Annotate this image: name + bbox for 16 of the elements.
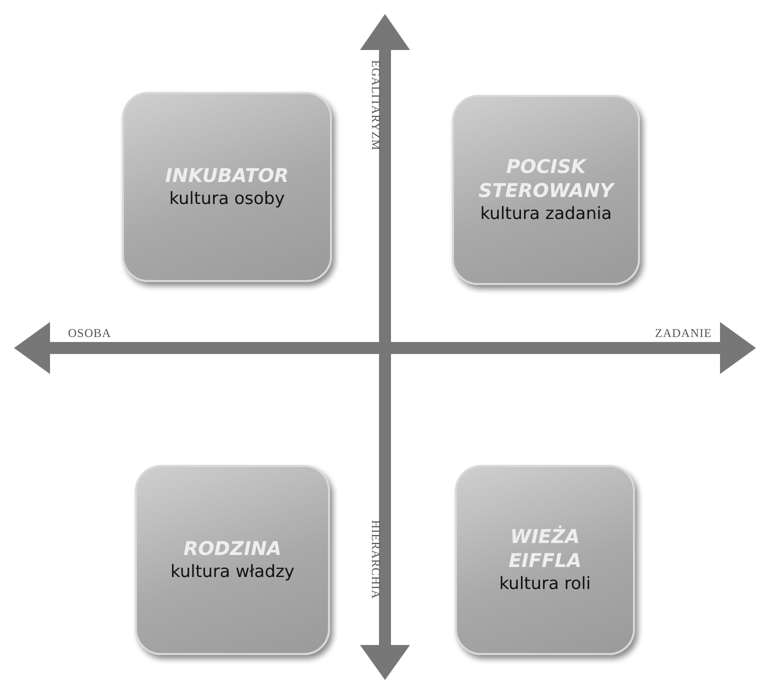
axis-label: HIERARCHIA bbox=[368, 520, 383, 599]
quadrant-description: kultura roli bbox=[499, 572, 591, 596]
quadrant-description: kultura zadania bbox=[480, 202, 612, 226]
axis-label: OSOBA bbox=[68, 326, 112, 341]
quadrant-box bbox=[452, 95, 640, 285]
axis-label: EGALITARYZM bbox=[368, 60, 383, 151]
quadrant-title: RODZINA bbox=[183, 536, 282, 560]
quadrant-description: kultura władzy bbox=[170, 560, 294, 584]
axis-label: ZADANIE bbox=[655, 326, 712, 341]
quadrant-box bbox=[455, 465, 635, 655]
quadrant-title: POCISK STEROWANY bbox=[477, 154, 616, 202]
quadrant-title: WIEŻA EIFFLA bbox=[508, 524, 582, 572]
quadrant-description: kultura osoby bbox=[169, 188, 285, 210]
quadrant-box bbox=[135, 465, 330, 655]
quadrant-title: INKUBATOR bbox=[165, 164, 289, 188]
quadrant-box bbox=[122, 92, 332, 282]
